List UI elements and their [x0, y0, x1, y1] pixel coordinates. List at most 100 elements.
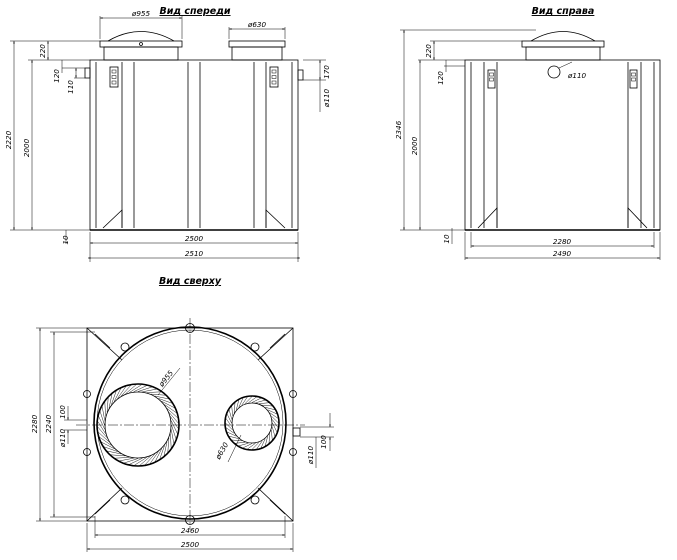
- hatch-stroke: [106, 397, 109, 413]
- hatch-stroke: [124, 458, 139, 464]
- right-pipe-circle: [547, 65, 561, 79]
- hatch-stroke: [106, 450, 122, 455]
- top-dim-width-inner: 2460: [181, 526, 200, 535]
- hatch-stroke: [271, 415, 279, 424]
- hatch-stroke: [226, 413, 232, 424]
- hatch-stroke: [142, 388, 157, 393]
- hatch-stroke: [238, 398, 244, 408]
- right-dim-height-body: 2000: [410, 136, 419, 155]
- front-dim-height-body: 2000: [22, 138, 31, 157]
- hatch-stroke: [256, 440, 263, 450]
- right-view: Вид справа ø110 2346: [394, 6, 661, 260]
- front-dim-hatch-large: ø955: [131, 9, 151, 18]
- front-hatch-large: [99, 31, 183, 61]
- top-dim-height-inner: 2240: [44, 414, 53, 433]
- right-hatch: [521, 31, 605, 61]
- hatch-stroke: [170, 420, 178, 434]
- hatch-stroke: [238, 442, 249, 447]
- right-handle-right: [629, 69, 638, 89]
- front-dim-width-total: 2510: [185, 249, 204, 258]
- front-dim-hatch-small: ø630: [247, 20, 267, 29]
- hatch-stroke: [164, 404, 177, 414]
- hatch-stroke: [108, 393, 113, 409]
- front-outlet-pipe: [297, 69, 304, 81]
- front-hatch-small: [228, 40, 286, 61]
- right-view-title: Вид справа: [532, 6, 595, 17]
- hatch-stroke: [242, 443, 253, 449]
- top-dim-right-offset: 100: [319, 435, 328, 449]
- hatch-stroke: [99, 411, 105, 426]
- hatch-stroke: [101, 441, 115, 449]
- top-dim-height-outer: 2280: [30, 414, 39, 433]
- top-dim-left-pipe: ø110: [58, 429, 67, 449]
- hatch-stroke: [271, 426, 276, 437]
- right-handle-left: [487, 69, 496, 89]
- hatch-stroke: [262, 404, 273, 407]
- top-dim-large: ø955: [156, 368, 175, 389]
- top-view: Вид сверху: [30, 276, 334, 552]
- hatch-stroke: [271, 429, 273, 441]
- front-handle-left: [109, 66, 119, 88]
- hatch-stroke: [144, 453, 155, 466]
- hatch-stroke: [129, 457, 143, 465]
- front-dim-width-body: 2500: [185, 234, 204, 243]
- hatch-stroke: [272, 422, 278, 433]
- hatch-stroke: [171, 424, 177, 439]
- front-dim-bottom: 10: [61, 235, 70, 245]
- hatch-stroke: [260, 438, 266, 448]
- hatch-stroke: [272, 419, 279, 428]
- front-view: Вид спереди: [4, 6, 331, 262]
- hatch-stroke: [161, 401, 175, 409]
- hatch-stroke: [166, 408, 179, 419]
- hatch-stroke: [265, 407, 276, 411]
- top-outlet-pipe: [292, 427, 301, 437]
- hatch-stroke: [134, 457, 147, 466]
- front-dim-outlet-top: 170: [322, 65, 331, 79]
- hatch-stroke: [101, 406, 106, 421]
- hatch-stroke: [248, 396, 257, 403]
- hatch-stroke: [225, 422, 233, 431]
- hatch-stroke: [149, 451, 159, 464]
- hatch-stroke: [103, 446, 118, 452]
- hatch-stroke: [247, 443, 256, 450]
- hatch-stroke: [167, 437, 170, 453]
- hatch-stroke: [269, 412, 279, 419]
- hatch-stroke: [267, 409, 277, 415]
- hatch-stroke: [231, 439, 242, 442]
- hatch-stroke: [98, 416, 106, 430]
- hatch-stroke: [110, 454, 126, 457]
- hatch-stroke: [233, 402, 236, 413]
- hatch-stroke: [133, 385, 147, 393]
- hatch-stroke: [170, 433, 172, 449]
- hatch-stroke: [228, 409, 233, 420]
- right-dim-width-body: 2280: [553, 237, 572, 246]
- hatch-stroke: [251, 442, 260, 450]
- hatch-stroke: [129, 384, 142, 393]
- right-dim-height-total: 2346: [394, 120, 403, 139]
- hatch-stroke: [154, 448, 162, 462]
- front-dim-outlet-dia: ø110: [322, 89, 331, 109]
- hatch-stroke: [264, 436, 268, 447]
- hatch-stroke: [114, 457, 130, 459]
- front-dim-height-total: 2220: [4, 130, 13, 149]
- hatch-stroke: [170, 429, 175, 444]
- hatch-stroke: [231, 405, 233, 417]
- hatch-stroke: [236, 399, 240, 410]
- hatch-stroke: [121, 384, 132, 397]
- hatch-stroke: [241, 396, 248, 406]
- hatch-stroke: [234, 442, 246, 444]
- hatch-stroke: [154, 395, 170, 400]
- hatch-stroke: [97, 431, 110, 442]
- front-tank-body: [89, 59, 299, 231]
- front-view-title: Вид спереди: [159, 6, 230, 17]
- hatch-stroke: [117, 386, 127, 399]
- right-tank-body: [464, 59, 661, 231]
- top-dim-right-pipe: ø110: [306, 446, 315, 466]
- front-inlet-pipe: [84, 67, 91, 79]
- hatch-stroke: [111, 390, 117, 405]
- top-dim-small: ø630: [213, 440, 231, 461]
- hatch-stroke: [255, 399, 266, 404]
- hatch-stroke: [159, 445, 165, 460]
- hatch-stroke: [227, 431, 237, 437]
